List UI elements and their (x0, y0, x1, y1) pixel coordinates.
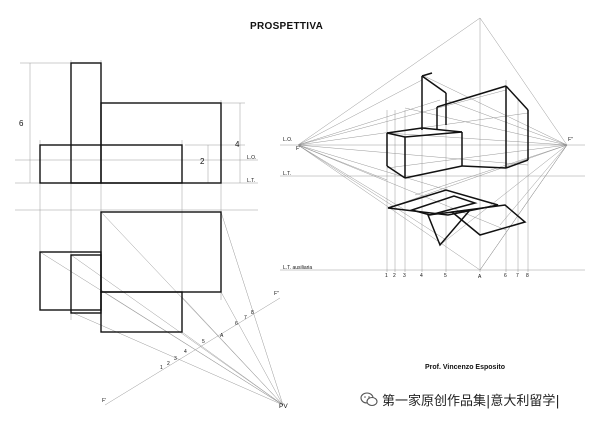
perspective-aux-line-label: L.T. ausiliaria (283, 265, 313, 271)
dimension-label-height-low: 2 (200, 157, 205, 166)
plan-tick-a: A (220, 333, 224, 339)
elevation-construction-lines (15, 60, 284, 406)
perspective-tick-2: 2 (393, 273, 396, 279)
perspective-tick-a: A (478, 274, 482, 280)
plan-tick-6: 6 (235, 321, 238, 327)
dimension-label-height-mid: 4 (235, 140, 240, 149)
perspective-tick-1: 1 (385, 273, 388, 279)
plan-vanish-left-label: F' (102, 398, 107, 404)
plan-view (39, 211, 222, 333)
perspective-tick-8: 8 (526, 273, 529, 279)
watermark: 第一家原创作品集|意大利留学| (360, 390, 560, 409)
wechat-icon (360, 391, 378, 406)
author-credit: Prof. Vincenzo Esposito (425, 364, 505, 371)
station-point-label: PV (279, 403, 288, 410)
perspective-horizon-label: L.O. (283, 137, 293, 143)
dimension-label-height-total: 6 (19, 119, 24, 128)
plan-tick-2: 2 (167, 361, 170, 367)
elevation-horizon-label: L.O. (247, 155, 257, 161)
elevation-ground-label: L.T. (247, 178, 256, 184)
plan-vanish-right-label: F'' (274, 291, 279, 297)
plan-tick-8: 8 (251, 310, 254, 316)
plan-tick-3: 3 (174, 356, 177, 362)
perspective-view (386, 72, 529, 247)
perspective-tick-6: 6 (504, 273, 507, 279)
plan-tick-5: 5 (202, 339, 205, 345)
plan-tick-7: 7 (244, 315, 247, 321)
perspective-tick-5: 5 (444, 273, 447, 279)
perspective-vanish-right-label: F'' (568, 137, 573, 143)
perspective-tick-7: 7 (516, 273, 519, 279)
perspective-construction-lines (280, 17, 585, 272)
plan-tick-4: 4 (184, 349, 187, 355)
drawing-title: PROSPETTIVA (250, 21, 324, 32)
watermark-text: 第一家原创作品集|意大利留学| (382, 393, 560, 409)
plan-tick-1: 1 (160, 365, 163, 371)
elevation-view (39, 62, 222, 184)
perspective-ground-label: L.T. (283, 171, 292, 177)
perspective-tick-3: 3 (403, 273, 406, 279)
perspective-vanish-left-label: F' (296, 146, 301, 152)
perspective-tick-4: 4 (420, 273, 423, 279)
